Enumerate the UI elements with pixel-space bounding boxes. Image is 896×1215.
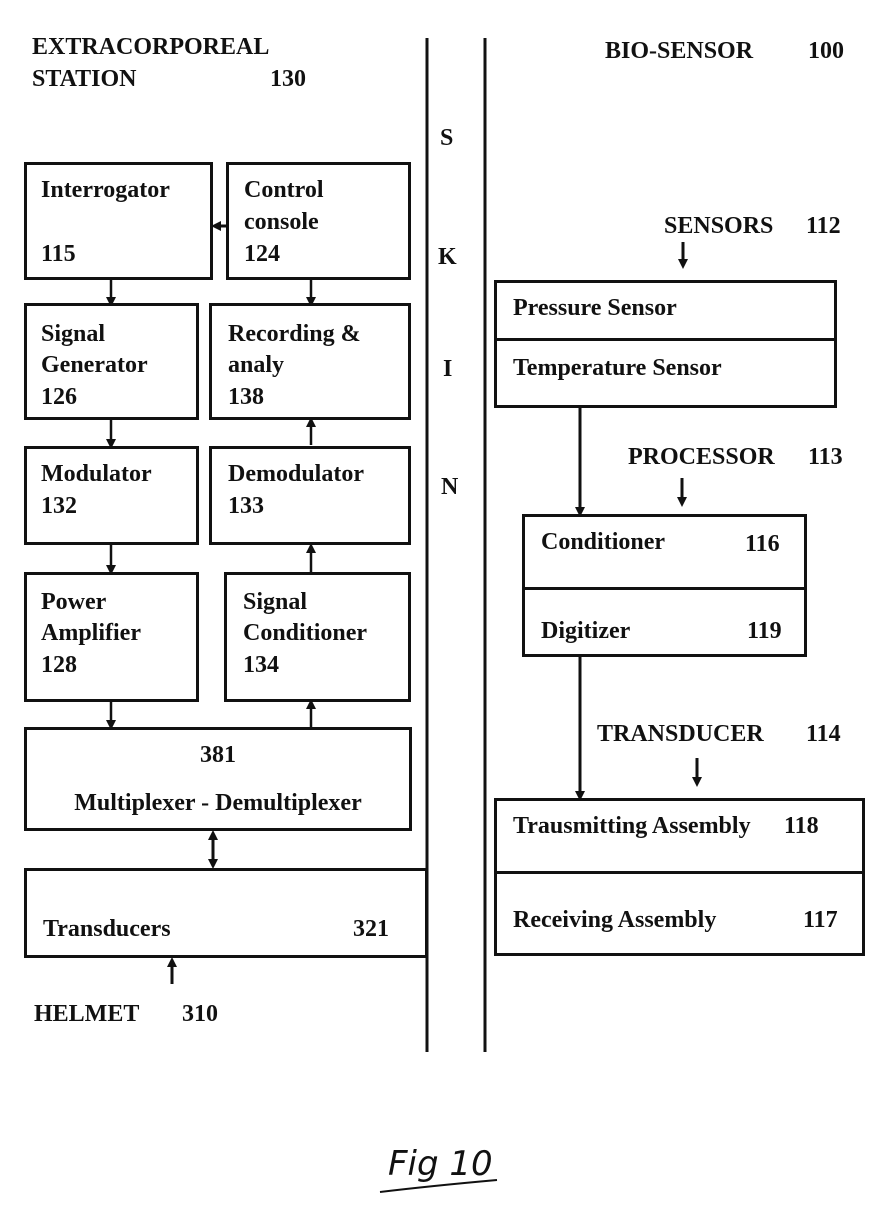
power-amplifier-ref: 128 (41, 650, 77, 681)
interrogator-block: Interrogator 115 (24, 162, 213, 280)
signal-generator-label-line1: Signal (41, 319, 105, 350)
digitizer-cell: Digitizer 119 (525, 587, 804, 657)
sensors-block: Pressure Sensor Temperature Sensor (494, 280, 837, 408)
signal-conditioner-label-line2: Conditioner (243, 618, 367, 649)
bio-sensor-ref: 100 (808, 36, 844, 67)
power-amplifier-label-line1: Power (41, 587, 106, 618)
skin-letter-i: I (443, 354, 452, 385)
signal-generator-label-line2: Generator (41, 350, 148, 381)
helmet-label: HELMET (34, 999, 139, 1030)
recording-ref: 138 (228, 382, 264, 413)
demodulator-ref: 133 (228, 491, 264, 522)
transducer-label: TRANSDUCER (597, 719, 764, 750)
station-title-line2: STATION (32, 64, 136, 95)
transducer-ref: 114 (806, 719, 841, 750)
signal-conditioner-ref: 134 (243, 650, 279, 681)
control-console-label-line2: console (244, 207, 319, 238)
station-title-line1: EXTRACORPOREAL (32, 32, 269, 63)
pressure-sensor-cell: Pressure Sensor (497, 283, 834, 340)
figure-caption: Fig 10 (388, 1144, 493, 1184)
sensors-ref: 112 (806, 211, 841, 242)
conditioner-ref: 116 (745, 529, 780, 560)
skin-letter-k: K (438, 242, 457, 273)
transducer-block: Trausmitting Assembly 118 Receiving Asse… (494, 798, 865, 956)
control-console-block: Control console 124 (226, 162, 411, 280)
signal-generator-ref: 126 (41, 382, 77, 413)
processor-ref: 113 (808, 442, 843, 473)
processor-block: Conditioner 116 Digitizer 119 (522, 514, 807, 657)
receiving-assembly-label: Receiving Assembly (513, 905, 716, 936)
multiplexer-block: 381 Multiplexer - Demultiplexer (24, 727, 412, 831)
bio-sensor-title: BIO-SENSOR (605, 36, 753, 67)
control-console-label-line1: Control (244, 175, 324, 206)
transmitting-assembly-ref: 118 (784, 811, 819, 842)
modulator-label: Modulator (41, 459, 152, 490)
control-console-ref: 124 (244, 239, 280, 270)
digitizer-label: Digitizer (541, 616, 630, 647)
conditioner-label: Conditioner (541, 527, 665, 558)
power-amplifier-block: Power Amplifier 128 (24, 572, 199, 702)
skin-letter-n: N (441, 472, 458, 503)
transducers-block: Transducers 321 (24, 868, 428, 958)
demodulator-block: Demodulator 133 (209, 446, 411, 545)
transducers-label: Transducers (43, 914, 171, 945)
demodulator-label: Demodulator (228, 459, 364, 490)
temperature-sensor-label: Temperature Sensor (513, 353, 722, 384)
interrogator-ref: 115 (41, 239, 76, 270)
transducers-ref: 321 (353, 914, 389, 945)
modulator-block: Modulator 132 (24, 446, 199, 545)
processor-label: PROCESSOR (628, 442, 775, 473)
interrogator-label: Interrogator (41, 175, 170, 206)
skin-letter-s: S (440, 123, 453, 154)
conditioner-cell: Conditioner 116 (525, 517, 804, 589)
transmitting-assembly-label: Trausmitting Assembly (513, 811, 751, 842)
signal-conditioner-block: Signal Conditioner 134 (224, 572, 411, 702)
station-ref: 130 (270, 64, 306, 95)
modulator-ref: 132 (41, 491, 77, 522)
helmet-ref: 310 (182, 999, 218, 1030)
multiplexer-label: Multiplexer - Demultiplexer (27, 788, 409, 819)
transmitting-assembly-cell: Trausmitting Assembly 118 (497, 801, 862, 873)
pressure-sensor-label: Pressure Sensor (513, 293, 677, 324)
receiving-assembly-cell: Receiving Assembly 117 (497, 871, 862, 956)
recording-label-line2: analy (228, 350, 284, 381)
recording-label-line1: Recording & (228, 319, 361, 350)
recording-analysis-block: Recording & analy 138 (209, 303, 411, 420)
receiving-assembly-ref: 117 (803, 905, 838, 936)
power-amplifier-label-line2: Amplifier (41, 618, 141, 649)
sensors-label: SENSORS (664, 211, 773, 242)
multiplexer-ref: 381 (27, 740, 409, 771)
signal-generator-block: Signal Generator 126 (24, 303, 199, 420)
temperature-sensor-cell: Temperature Sensor (497, 338, 834, 408)
digitizer-ref: 119 (747, 616, 782, 647)
signal-conditioner-label-line1: Signal (243, 587, 307, 618)
